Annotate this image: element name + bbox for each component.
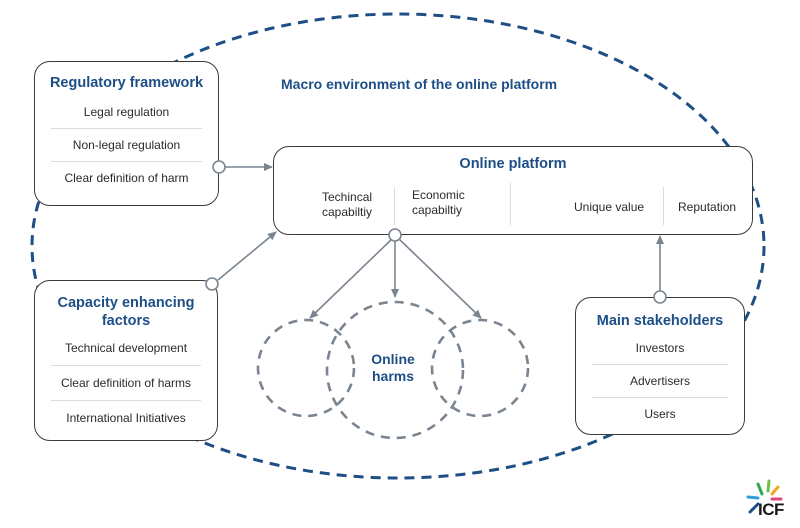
capacity-enhancing-title: Capacity enhancing factors xyxy=(57,295,195,329)
stakeholder-item: Investors xyxy=(635,341,685,355)
separator xyxy=(592,397,728,398)
capacity-item: Technical development xyxy=(64,341,188,355)
stakeholder-item: Users xyxy=(644,407,676,421)
harm-circle-right xyxy=(430,318,530,418)
separator xyxy=(51,365,201,366)
online-platform-box: Online platform Techincal capabiltiy Eco… xyxy=(273,146,753,235)
regulatory-item: Non-legal regulation xyxy=(72,138,181,152)
platform-attribute-economic: Economic capabiltiy xyxy=(412,188,465,217)
icf-logo-text: ICF xyxy=(758,500,784,519)
stakeholder-item: Advertisers xyxy=(629,374,691,388)
capacity-enhancing-box: Capacity enhancing factors Technical dev… xyxy=(34,280,218,441)
icf-starburst-icon xyxy=(746,479,783,514)
regulatory-framework-title: Regulatory framework xyxy=(49,75,204,91)
separator xyxy=(51,128,202,129)
main-stakeholders-box: Main stakeholders Investors Advertisers … xyxy=(575,297,745,435)
separator xyxy=(592,364,728,365)
arrow-capacity-to-platform xyxy=(217,231,277,281)
online-harms-label: Online harms xyxy=(371,351,415,384)
separator xyxy=(394,187,395,225)
capacity-item: Clear definition of harms xyxy=(60,376,192,390)
separator xyxy=(510,183,511,225)
regulatory-framework-box: Regulatory framework Legal regulation No… xyxy=(34,61,219,206)
harm-circle-center xyxy=(325,300,465,440)
separator xyxy=(51,400,201,401)
macro-environment-boundary xyxy=(30,12,766,480)
platform-attribute-reputation: Reputation xyxy=(678,200,737,214)
online-platform-title: Online platform xyxy=(459,156,567,172)
capacity-item: International Initiatives xyxy=(66,411,186,425)
arrow-platform-to-harm-left xyxy=(309,237,394,319)
separator xyxy=(51,161,202,162)
regulatory-item: Clear definition of harm xyxy=(64,171,189,185)
macro-environment-label: Macro environment of the online platform xyxy=(281,76,558,92)
main-stakeholders-title: Main stakeholders xyxy=(596,313,724,329)
platform-attribute-technical: Techincal capabiltiy xyxy=(322,190,373,219)
separator xyxy=(663,187,664,225)
platform-attribute-unique-value: Unique value xyxy=(574,200,645,214)
regulatory-item: Legal regulation xyxy=(83,105,170,119)
arrow-platform-to-harm-right xyxy=(397,237,482,319)
harm-circle-left xyxy=(256,318,356,418)
